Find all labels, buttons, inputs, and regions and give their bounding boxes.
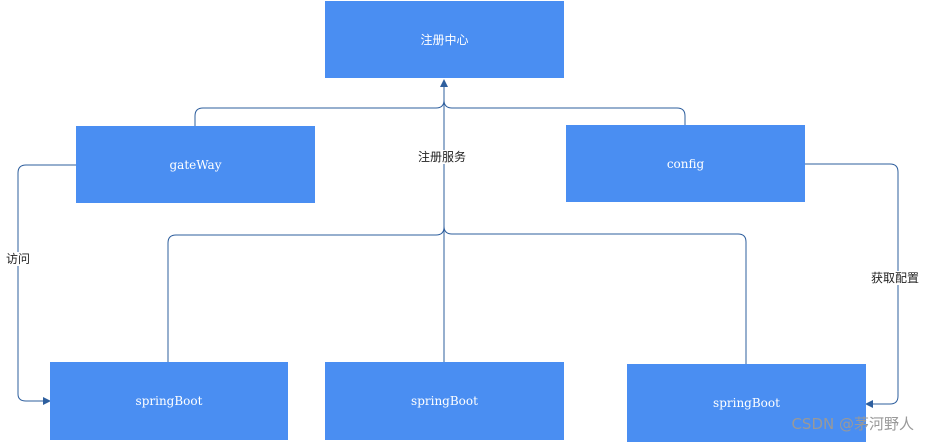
edge-service3-to-registry — [443, 225, 747, 364]
gateway-node: gateWay — [76, 126, 315, 203]
registry-center-label: 注册中心 — [420, 33, 469, 47]
edge-service1-to-registry — [167, 80, 445, 362]
springboot-right-label: springBoot — [713, 396, 780, 410]
edge-gateway-access-service1 — [17, 164, 76, 405]
config-node: config — [566, 125, 805, 202]
edge-label-register: 注册服务 — [418, 150, 467, 164]
springboot-node-right: springBoot — [627, 364, 866, 442]
edge-label-access: 访问 — [6, 252, 31, 266]
csdn-watermark: CSDN @茅河野人 — [791, 415, 914, 433]
edge-gateway-to-registry — [194, 79, 448, 126]
springboot-node-left: springBoot — [50, 362, 288, 440]
config-label: config — [666, 156, 705, 171]
springboot-middle-label: springBoot — [411, 394, 478, 408]
registry-center-node: 注册中心 — [325, 1, 564, 78]
springboot-node-middle: springBoot — [325, 362, 564, 440]
gateway-label: gateWay — [169, 157, 222, 172]
edge-config-to-registry — [443, 99, 686, 125]
springboot-left-label: springBoot — [135, 394, 203, 408]
edge-label-fetch-config: 获取配置 — [871, 271, 920, 285]
